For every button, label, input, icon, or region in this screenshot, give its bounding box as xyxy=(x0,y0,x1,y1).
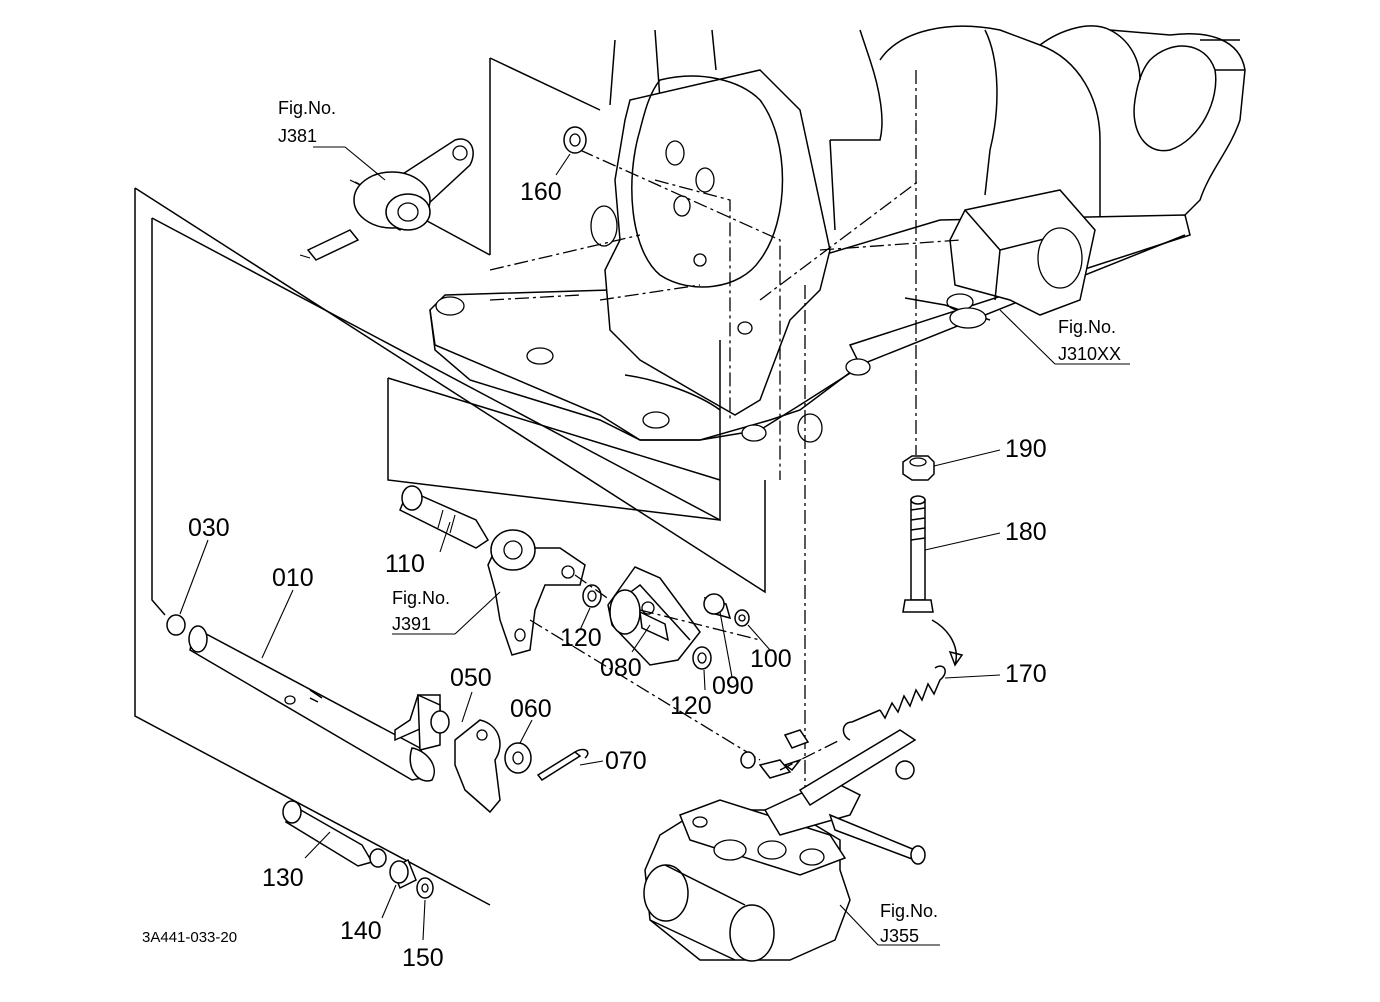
control-valve-body xyxy=(643,729,926,962)
spring-hook-arrow xyxy=(931,619,957,666)
part-number-060: 060 xyxy=(510,695,552,723)
part-number-180: 180 xyxy=(1005,518,1047,546)
fig-ref-j391-number: J391 xyxy=(392,614,431,634)
assembly-axis-line xyxy=(529,619,761,761)
fig-ref-j381-number: J381 xyxy=(278,126,317,146)
control-shaft-010-drawing xyxy=(166,614,441,782)
leader-060 xyxy=(519,719,533,744)
lift-arm-link-drawing xyxy=(299,138,474,261)
part-number-050: 050 xyxy=(450,664,492,692)
leader-080 xyxy=(631,624,651,653)
leader-140 xyxy=(381,884,397,919)
fig-ref-j310xx-number: J310XX xyxy=(1058,344,1121,364)
assembly-boundary-lines xyxy=(134,57,961,906)
cotter-pin-070-drawing xyxy=(536,748,589,781)
part-number-150: 150 xyxy=(402,944,444,972)
ring-150-drawing xyxy=(416,877,434,899)
part-number-110: 110 xyxy=(385,550,425,578)
part-number-190: 190 xyxy=(1005,435,1047,463)
ring-100-drawing xyxy=(734,609,750,627)
snap-ring-120-lower-drawing xyxy=(692,646,712,670)
part-number-080: 080 xyxy=(600,654,642,682)
fig-ref-j355-prefix: Fig.No. xyxy=(880,901,938,921)
leader-120-upper xyxy=(579,607,591,631)
part-number-070: 070 xyxy=(605,747,647,775)
leader-030 xyxy=(179,539,209,615)
assembly-axis-line xyxy=(574,574,611,601)
nut-190-drawing xyxy=(902,455,935,481)
leader-lines xyxy=(179,146,1130,946)
fig-ref-j310xx-prefix: Fig.No. xyxy=(1058,317,1116,337)
leader-050 xyxy=(461,691,473,723)
snap-ring-120-upper-drawing xyxy=(582,584,602,608)
snap-ring-160-drawing xyxy=(555,126,587,176)
part-number-100: 100 xyxy=(750,645,792,673)
roller-090-drawing xyxy=(703,593,732,620)
part-number-090: 090 xyxy=(712,672,754,700)
part-number-130: 130 xyxy=(262,864,304,892)
pin-130-drawing xyxy=(282,800,387,868)
arm-j391-drawing xyxy=(487,529,586,656)
part-number-160: 160 xyxy=(520,178,562,206)
leader-010 xyxy=(261,589,294,659)
part-number-120-upper: 120 xyxy=(560,624,602,652)
bolt-180-drawing xyxy=(902,495,934,613)
leader-fig-j381 xyxy=(344,146,386,181)
part-number-140: 140 xyxy=(340,917,382,945)
fig-ref-j355-number: J355 xyxy=(880,926,919,946)
leader-190 xyxy=(933,449,1001,467)
assembly-axis-line xyxy=(639,609,761,641)
washer-060-drawing xyxy=(504,742,532,774)
return-spring-170-drawing xyxy=(842,665,946,741)
leader-120-lower xyxy=(703,669,706,691)
spring-hook-arrowhead xyxy=(948,650,964,667)
pin-110-drawing xyxy=(399,485,490,549)
part-number-010: 010 xyxy=(272,564,314,592)
leader-fig-j310xx xyxy=(999,309,1056,365)
leader-180 xyxy=(924,532,1001,551)
fig-ref-j391-prefix: Fig.No. xyxy=(392,588,450,608)
part-number-030: 030 xyxy=(188,514,230,542)
part-number-120-lower: 120 xyxy=(670,692,712,720)
leader-150 xyxy=(422,899,426,941)
transmission-housing xyxy=(429,25,1246,443)
leader-fig-j355 xyxy=(839,904,879,946)
collar-140-drawing xyxy=(389,858,417,890)
leader-170 xyxy=(944,674,1001,679)
leader-090 xyxy=(719,611,733,678)
leader-130 xyxy=(304,831,331,859)
leader-070 xyxy=(579,760,604,766)
link-plate-080-drawing xyxy=(607,566,701,666)
drawing-code: 3A441-033-20 xyxy=(142,929,237,946)
leader-110 xyxy=(439,521,451,553)
leader-100 xyxy=(747,624,771,651)
lever-050-drawing xyxy=(430,710,501,814)
leader-fig-j391 xyxy=(454,591,501,635)
fig-ref-j381-prefix: Fig.No. xyxy=(278,98,336,118)
part-number-170: 170 xyxy=(1005,660,1047,688)
